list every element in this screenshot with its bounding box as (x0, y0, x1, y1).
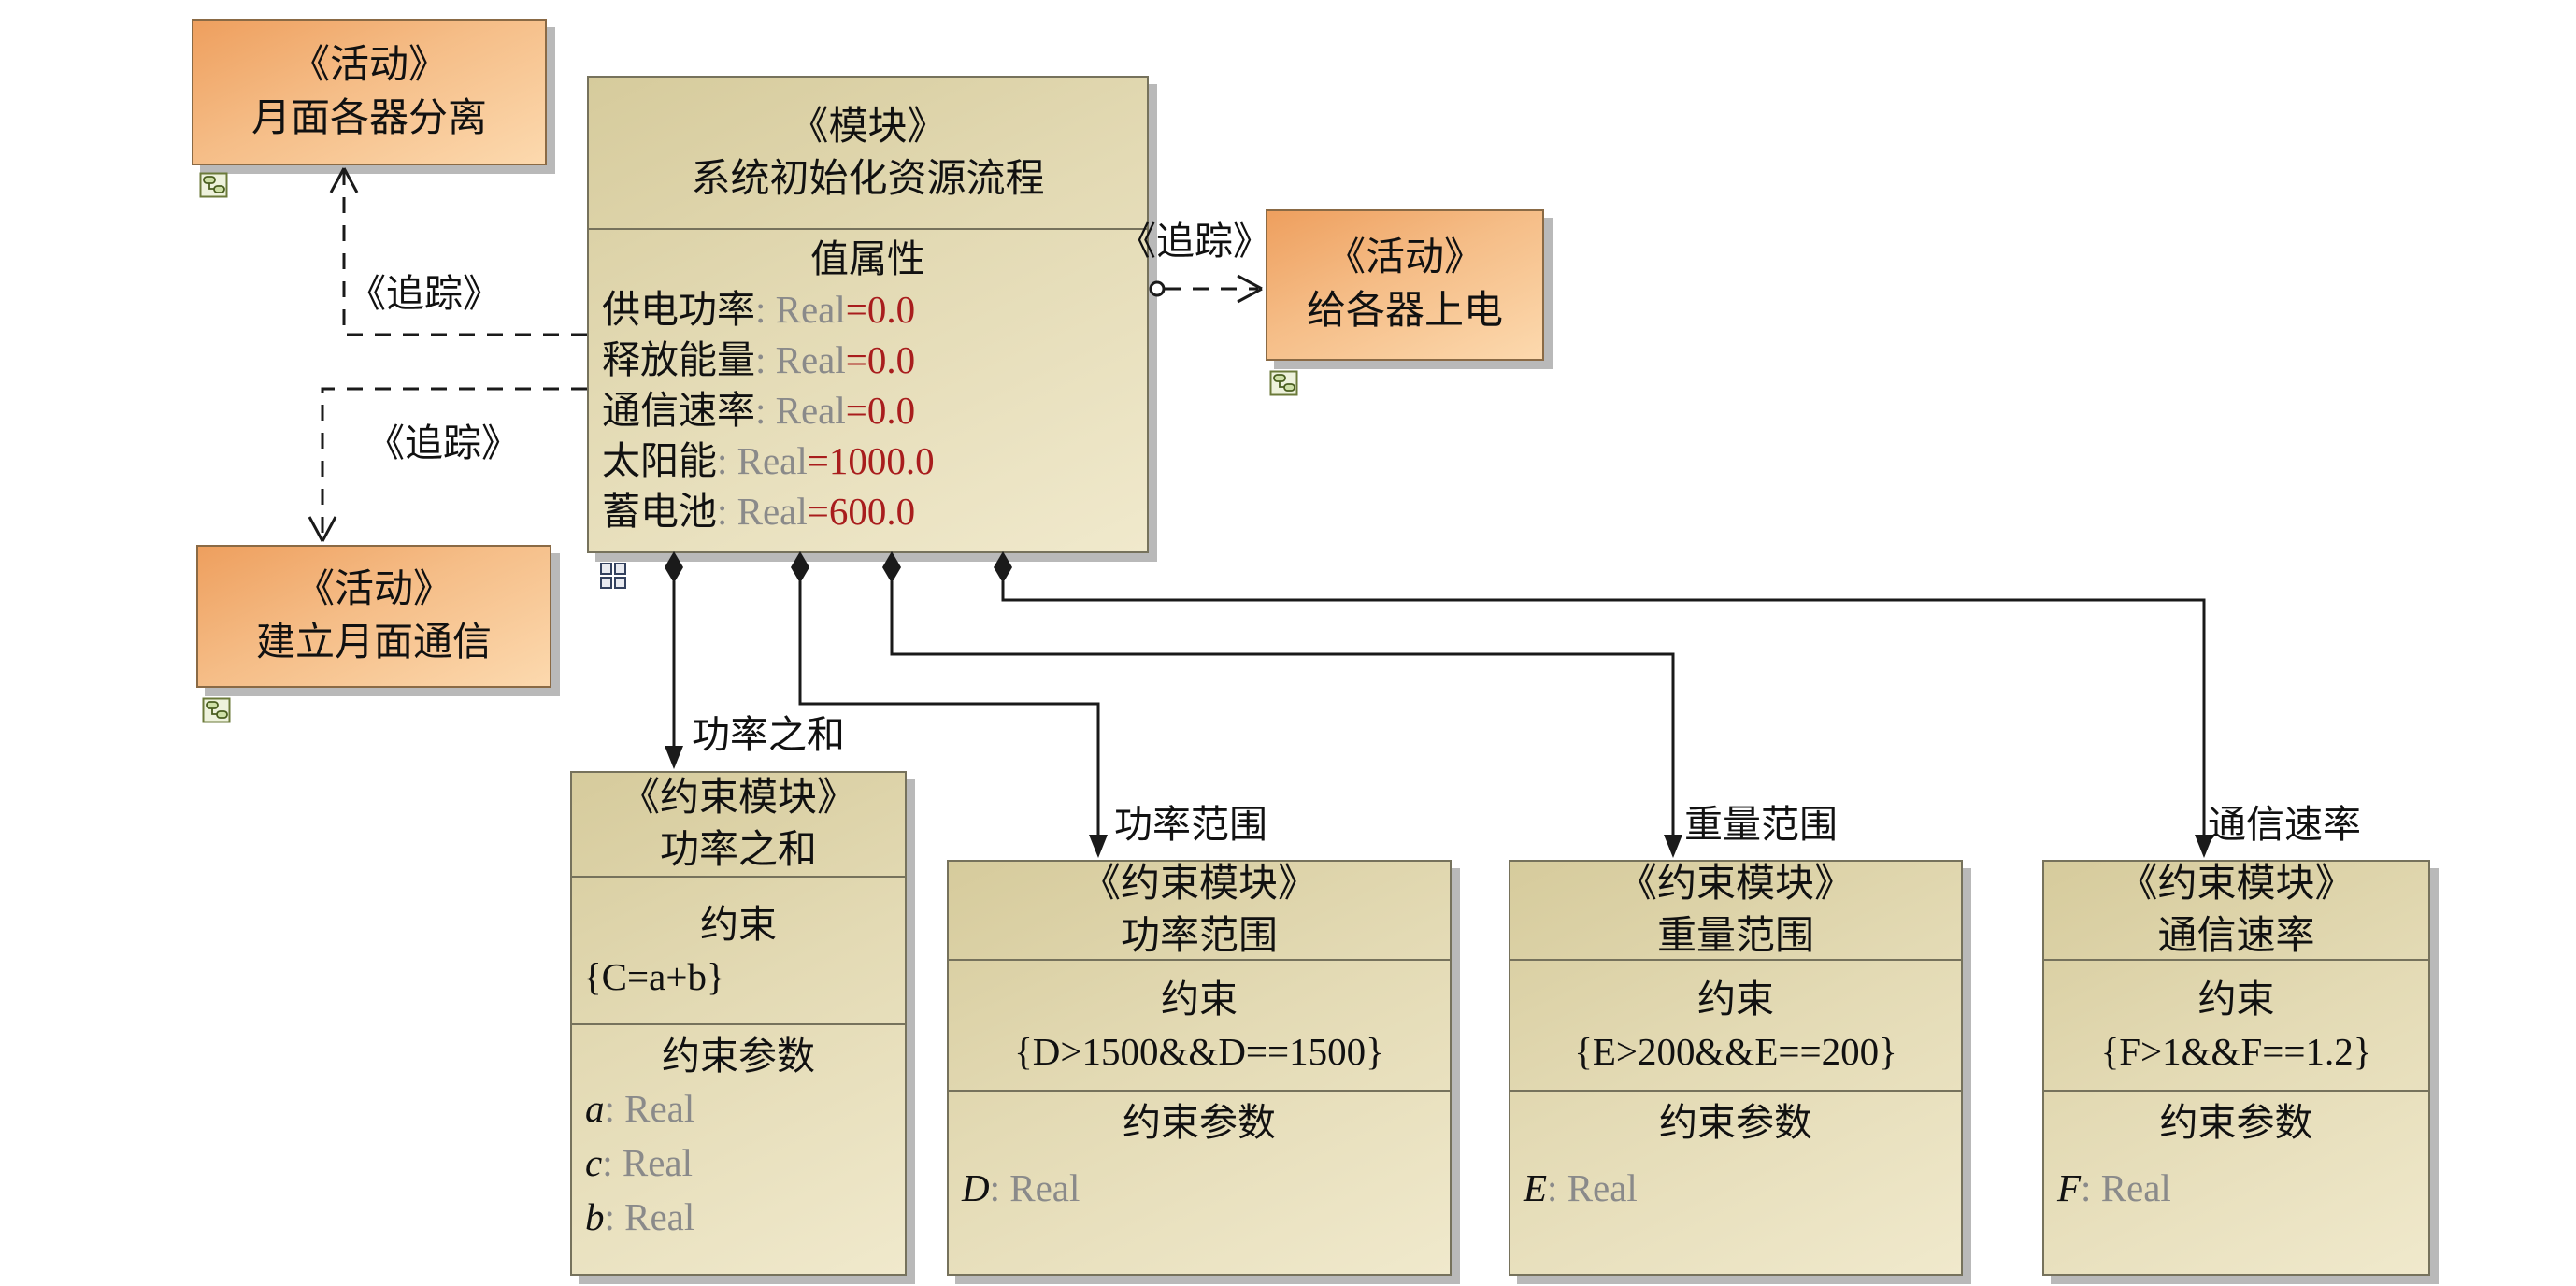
constraint-block-comm-rate: 《约束模块》 通信速率 约束 {F>1&&F==1.2} 约束参数 F: Rea… (2042, 860, 2430, 1276)
params-compartment-label: 约束参数 (1123, 1101, 1276, 1144)
constraint-title: 《约束模块》 重量范围 (1510, 862, 1961, 961)
constraint-name: 功率范围 (1120, 915, 1278, 958)
constraint-block-weight-range: 《约束模块》 重量范围 约束 {E>200&&E==200} 约束参数 E: R… (1509, 860, 1963, 1276)
main-block-title: 《模块》 系统初始化资源流程 (589, 78, 1147, 230)
connector-label-comm-rate: 通信速率 (2208, 803, 2361, 846)
constraint-expression: {D>1500&&D==1500} (1014, 1030, 1384, 1073)
constraint-param-row: c: Real (585, 1141, 693, 1184)
constraint-compartment-label: 约束 (700, 903, 777, 946)
value-property-row: 通信速率: Real=0.0 (602, 389, 916, 432)
constraint-name: 功率之和 (659, 829, 817, 872)
constraint-param-row: b: Real (585, 1195, 695, 1238)
params-compartment-label: 约束参数 (2159, 1101, 2313, 1144)
activity-comm-node: 《活动》 建立月面通信 (196, 545, 551, 688)
activity-comm-name: 建立月面通信 (255, 621, 492, 664)
constraint-name: 通信速率 (2157, 915, 2315, 958)
activity-power-on-node: 《活动》 给各器上电 (1266, 209, 1544, 361)
constraint-expression: {E>200&&E==200} (1574, 1030, 1897, 1073)
constraint-stereotype: 《约束模块》 (1617, 863, 1853, 906)
main-block-node: 《模块》 系统初始化资源流程 值属性 供电功率: Real=0.0 释放能量: … (587, 76, 1149, 553)
params-compartment-label: 约束参数 (1659, 1101, 1812, 1144)
connector-label-weight-range: 重量范围 (1684, 803, 1838, 846)
activity-diagram-icon (202, 695, 232, 725)
structure-grid-icon (598, 561, 628, 591)
activity-separation-name: 月面各器分离 (250, 96, 487, 140)
constraint-title: 《约束模块》 功率范围 (949, 862, 1450, 961)
composition-weight-range (882, 551, 1682, 858)
connector-label-power-range: 功率范围 (1114, 803, 1267, 846)
constraint-expression-compartment: 约束 {E>200&&E==200} (1510, 961, 1961, 1092)
constraint-params-compartment: 约束参数 E: Real (1510, 1092, 1961, 1274)
constraint-block-power-range: 《约束模块》 功率范围 约束 {D>1500&&D==1500} 约束参数 D:… (947, 860, 1452, 1276)
constraint-expression: {C=a+b} (583, 955, 725, 998)
constraint-param-row: F: Real (2057, 1166, 2171, 1209)
values-compartment-label: 值属性 (810, 237, 925, 280)
main-block-stereotype: 《模块》 (789, 105, 947, 149)
constraint-param-row: D: Real (962, 1166, 1080, 1209)
constraint-title: 《约束模块》 功率之和 (572, 773, 905, 878)
trace-dependency-to-power-on (1149, 274, 1263, 304)
constraint-block-power-sum: 《约束模块》 功率之和 约束 {C=a+b} 约束参数 a: Real c: R… (570, 771, 907, 1276)
activity-separation-stereotype: 《活动》 (290, 43, 448, 87)
constraint-stereotype: 《约束模块》 (1080, 863, 1317, 906)
activity-diagram-icon (1269, 368, 1299, 398)
constraint-expression-compartment: 约束 {F>1&&F==1.2} (2044, 961, 2428, 1092)
constraint-expression: {F>1&&F==1.2} (2100, 1030, 2372, 1073)
constraint-name: 重量范围 (1656, 915, 1814, 958)
activity-diagram-icon (199, 170, 229, 200)
main-block-name: 系统初始化资源流程 (691, 157, 1045, 201)
constraint-title: 《约束模块》 通信速率 (2044, 862, 2428, 961)
activity-power-on-name: 给各器上电 (1306, 290, 1503, 333)
activity-comm-stereotype: 《活动》 (294, 567, 452, 611)
trace-label: 《追踪》 (348, 272, 501, 315)
trace-label: 《追踪》 (366, 422, 520, 464)
constraint-param-row: a: Real (585, 1087, 695, 1130)
constraint-compartment-label: 约束 (2197, 978, 2275, 1021)
params-compartment-label: 约束参数 (662, 1035, 815, 1078)
constraint-expression-compartment: 约束 {D>1500&&D==1500} (949, 961, 1450, 1092)
constraint-params-compartment: 约束参数 D: Real (949, 1092, 1450, 1274)
constraint-param-row: E: Real (1524, 1166, 1638, 1209)
value-property-row: 太阳能: Real=1000.0 (602, 439, 935, 482)
connector-label-power-sum: 功率之和 (692, 713, 845, 756)
constraint-params-compartment: 约束参数 a: Real c: Real b: Real (572, 1025, 905, 1274)
value-property-row: 释放能量: Real=0.0 (602, 338, 916, 381)
constraint-stereotype: 《约束模块》 (620, 777, 856, 820)
composition-power-sum (665, 551, 683, 769)
activity-separation-node: 《活动》 月面各器分离 (192, 19, 547, 165)
constraint-params-compartment: 约束参数 F: Real (2044, 1092, 2428, 1274)
constraint-compartment-label: 约束 (1697, 978, 1774, 1021)
value-property-row: 供电功率: Real=0.0 (602, 288, 916, 331)
constraint-expression-compartment: 约束 {C=a+b} (572, 878, 905, 1025)
trace-label: 《追踪》 (1118, 220, 1271, 263)
activity-power-on-stereotype: 《活动》 (1325, 236, 1483, 279)
value-property-row: 蓄电池: Real=600.0 (602, 490, 916, 533)
constraint-stereotype: 《约束模块》 (2118, 863, 2354, 906)
constraint-compartment-label: 约束 (1161, 978, 1238, 1021)
main-block-values-compartment: 值属性 供电功率: Real=0.0 释放能量: Real=0.0 通信速率: … (589, 230, 1147, 536)
